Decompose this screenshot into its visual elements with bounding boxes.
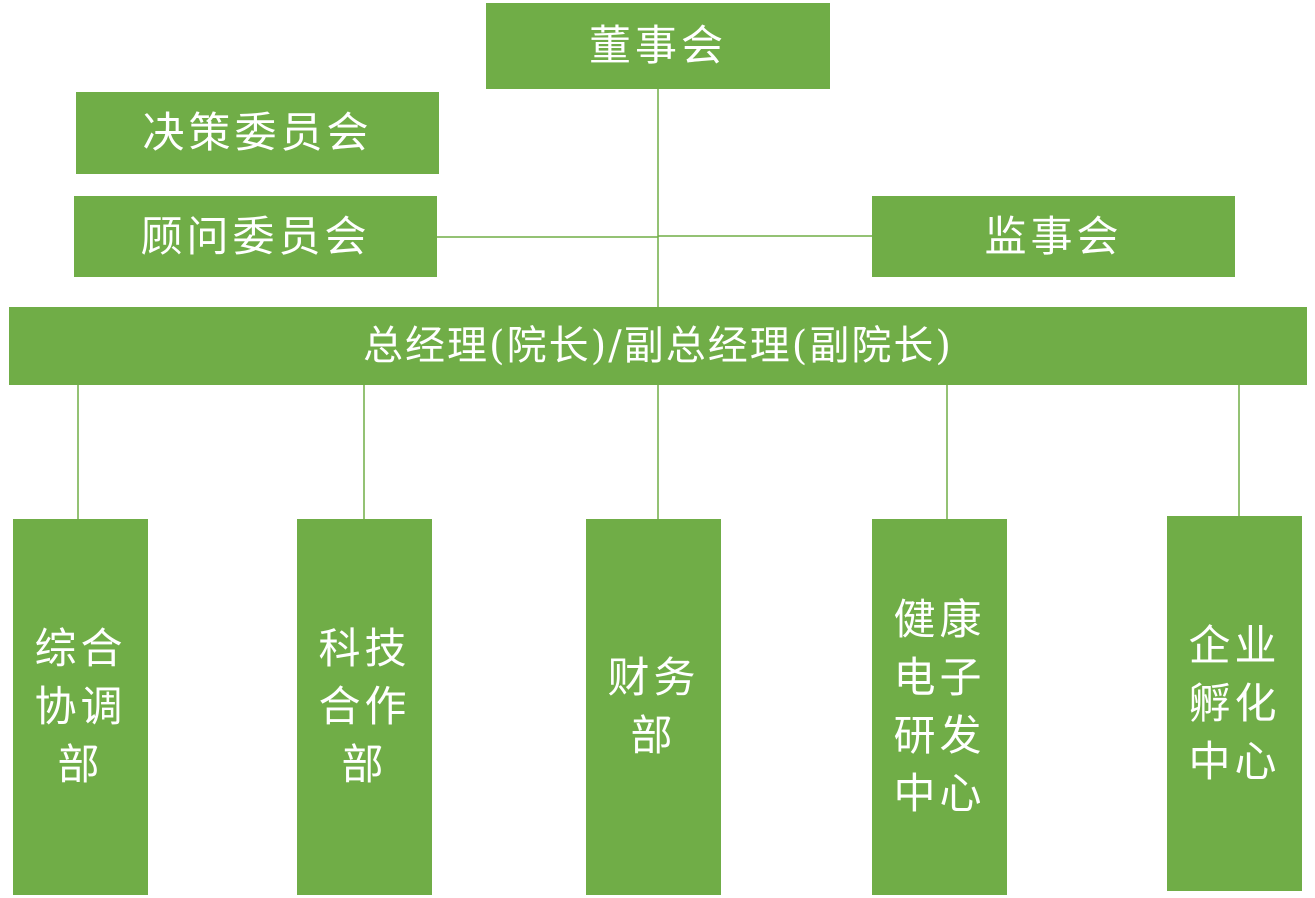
department-node-1: 综合 协调 部 <box>13 519 148 895</box>
department-label-line: 综合 <box>34 624 127 673</box>
department-label-line: 企业 <box>1188 620 1281 670</box>
advisory-committee-node: 顾问委员会 <box>74 196 437 277</box>
department-label-line: 部 <box>57 740 104 789</box>
department-label-line: 研发 <box>893 711 986 760</box>
department-label-line: 财务 <box>607 653 700 702</box>
supervisory-board-node: 监事会 <box>872 196 1235 277</box>
department-label-line: 孵化 <box>1188 678 1281 728</box>
department-label-line: 部 <box>341 740 388 789</box>
department-node-3: 财务 部 <box>586 519 721 895</box>
department-label: 企业 孵化 中心 <box>1188 617 1280 791</box>
department-label-line: 电子 <box>893 653 986 702</box>
department-label-line: 科技 <box>318 624 411 673</box>
department-label: 科技 合作 部 <box>318 620 410 794</box>
advisory-committee-label: 顾问委员会 <box>140 211 371 261</box>
department-node-5: 企业 孵化 中心 <box>1167 516 1302 891</box>
department-node-4: 健康 电子 研发 中心 <box>872 519 1007 895</box>
department-label: 综合 协调 部 <box>34 620 126 794</box>
decision-committee-node: 决策委员会 <box>76 92 439 174</box>
department-label-line: 中心 <box>893 769 986 818</box>
department-label-line: 合作 <box>318 682 411 731</box>
department-label-line: 部 <box>630 711 677 760</box>
department-label: 财务 部 <box>607 649 699 765</box>
department-node-2: 科技 合作 部 <box>297 519 432 895</box>
department-label-line: 中心 <box>1188 736 1281 786</box>
board-label: 董事会 <box>588 21 727 70</box>
board-node: 董事会 <box>486 3 830 89</box>
decision-committee-label: 决策委员会 <box>142 108 373 157</box>
department-label-line: 协调 <box>34 682 127 731</box>
general-manager-node: 总经理(院长)/副总经理(副院长) <box>9 307 1307 385</box>
general-manager-label: 总经理(院长)/副总经理(副院长) <box>363 323 953 369</box>
supervisory-board-label: 监事会 <box>984 211 1123 261</box>
department-label: 健康 电子 研发 中心 <box>893 591 985 823</box>
department-label-line: 健康 <box>893 595 986 644</box>
